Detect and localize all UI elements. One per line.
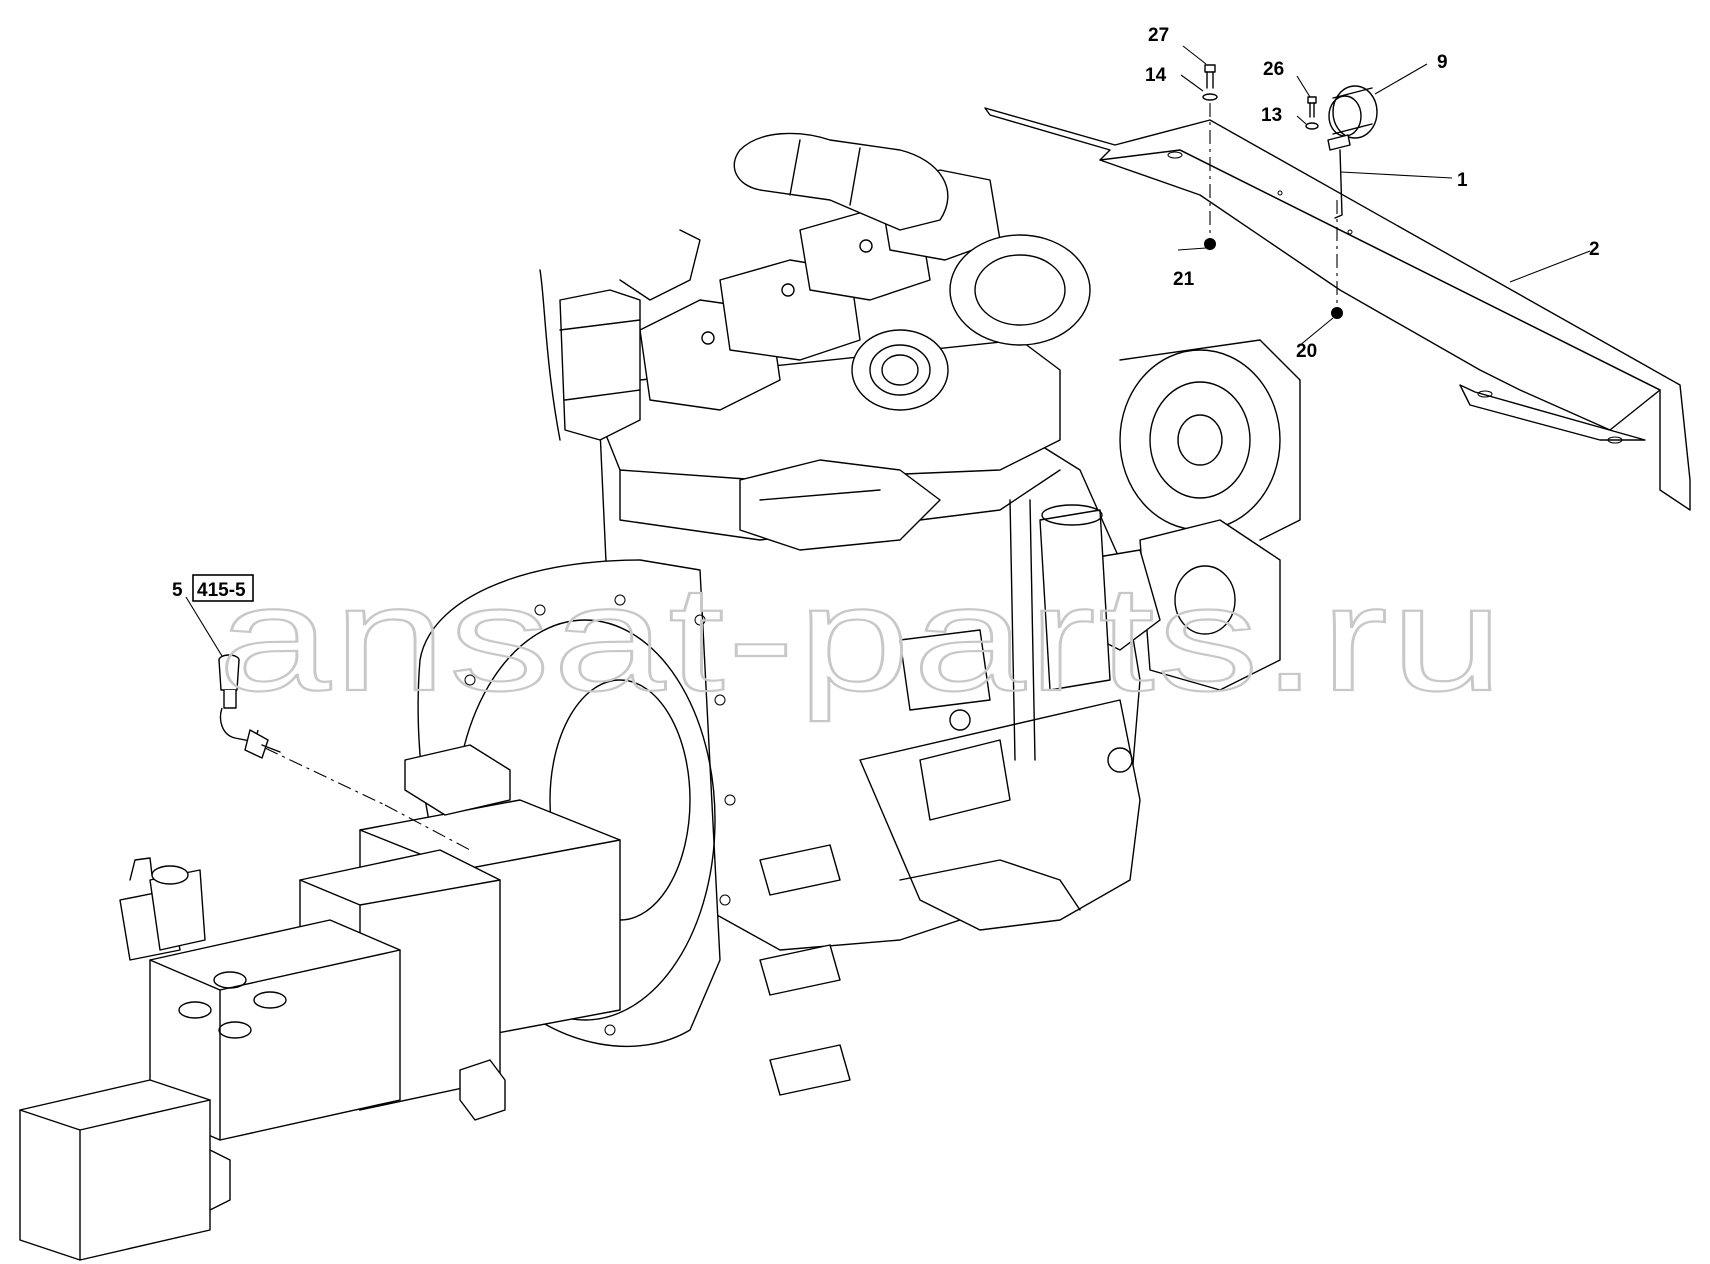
callout-20: 20 bbox=[1296, 341, 1317, 362]
engine-assembly bbox=[539, 132, 1301, 951]
callout-2: 2 bbox=[1589, 239, 1600, 260]
assembly-center-lines bbox=[264, 103, 1338, 851]
pressure-switch-fitting bbox=[218, 654, 281, 759]
reference-box: 415-5 bbox=[192, 574, 254, 602]
callout-21: 21 bbox=[1173, 269, 1195, 290]
callout-5: 5 bbox=[172, 580, 183, 601]
heat-shield-bracket bbox=[984, 107, 1691, 511]
callout-13: 13 bbox=[1261, 105, 1282, 126]
watermark: ansat-parts.ru bbox=[218, 554, 1506, 722]
callout-27: 27 bbox=[1148, 25, 1169, 46]
reference-box-label: 415-5 bbox=[197, 580, 246, 601]
callout-9: 9 bbox=[1437, 52, 1448, 73]
fasteners bbox=[1202, 64, 1343, 319]
hydraulic-pump bbox=[19, 744, 621, 1261]
callout-1: 1 bbox=[1457, 170, 1468, 191]
sensor-assembly bbox=[1327, 85, 1378, 219]
callout-labels: 27 14 26 9 13 1 2 21 20 5 bbox=[172, 25, 1600, 601]
callout-26: 26 bbox=[1263, 59, 1284, 80]
callout-14: 14 bbox=[1145, 65, 1167, 86]
leader-lines bbox=[185, 45, 1591, 657]
